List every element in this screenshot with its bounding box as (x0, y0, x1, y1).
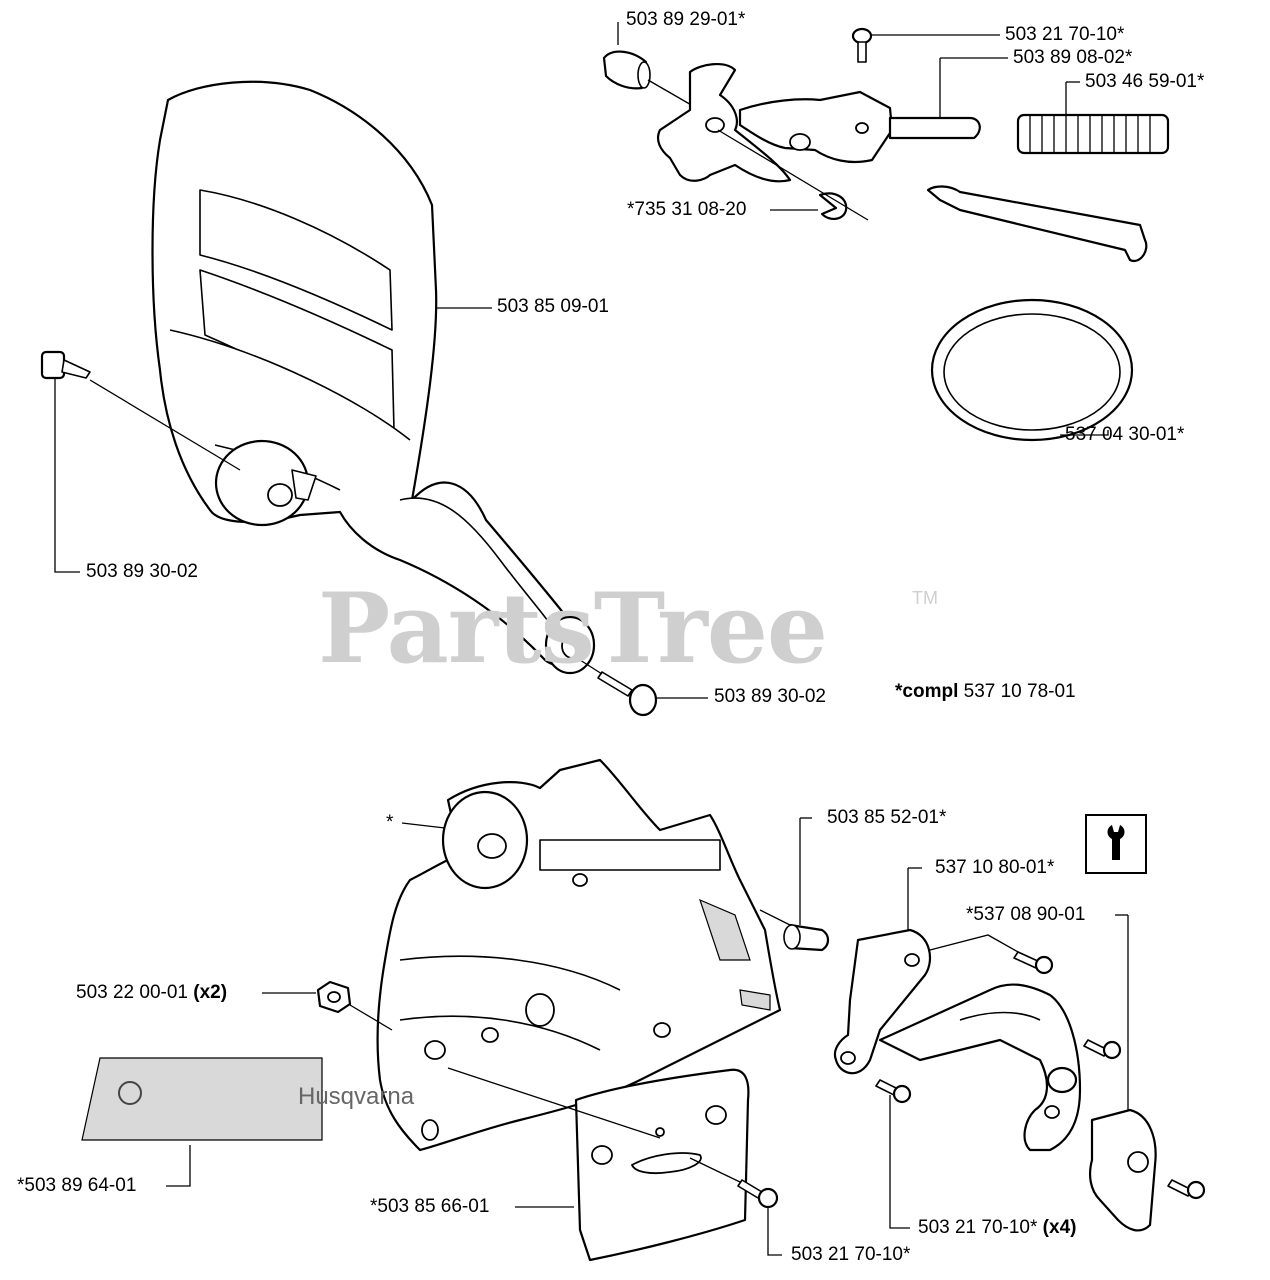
label-asterisk: * (386, 812, 394, 833)
spring (1016, 113, 1170, 155)
nut-qty: (x2) (193, 982, 228, 1003)
label-503-21-70-10-x4: 503 21 70-10* (x4) (918, 1217, 1076, 1239)
chain-catcher-plate (833, 928, 932, 1075)
label-503-89-08-02: 503 89 08-02* (1013, 47, 1133, 68)
screws-x4 (875, 951, 1206, 1200)
compl-prefix: *compl (895, 681, 959, 702)
trademark-mark: TM (912, 588, 938, 608)
brake-band (926, 185, 1148, 442)
screw-top (851, 27, 873, 63)
screw-number: 503 21 70-10* (918, 1217, 1038, 1238)
label-503-85-09-01: 503 85 09-01 (497, 296, 609, 317)
label-503-46-59-01: 503 46 59-01* (1085, 71, 1205, 92)
label-503-89-30-02-left: 503 89 30-02 (86, 561, 198, 582)
block (1089, 1108, 1157, 1232)
stud (783, 923, 830, 952)
brake-mechanism (602, 27, 1170, 221)
shoulder-screw-left (40, 350, 241, 471)
label-735-31-08-20: *735 31 08-20 (627, 199, 747, 220)
screw-qty: (x4) (1042, 1217, 1077, 1238)
wrench-icon (1085, 814, 1147, 874)
label-503-22-00-01: 503 22 00-01 (x2) (76, 982, 227, 1004)
label-537-10-80-01: 537 10 80-01* (935, 857, 1055, 878)
hand-guard (151, 80, 596, 675)
label-503-89-29-01: 503 89 29-01* (626, 9, 746, 30)
guide-plate (574, 1068, 750, 1262)
nut-number: 503 22 00-01 (76, 982, 188, 1003)
label-503-89-64-01: *503 89 64-01 (17, 1175, 137, 1196)
label-503-85-52-01: 503 85 52-01* (827, 807, 947, 828)
label-537-08-90-01: *537 08 90-01 (966, 904, 1086, 925)
label-compl-kit: *compl 537 10 78-01 (895, 681, 1076, 703)
nut (316, 980, 352, 1014)
shoulder-screw-bottom (579, 659, 658, 717)
compl-number: 537 10 78-01 (963, 681, 1076, 702)
husqvarna-decal (81, 1057, 323, 1141)
decal-brand-text: Husqvarna (298, 1083, 415, 1110)
sprocket-guard (878, 983, 1082, 1152)
label-503-89-30-02-bottom: 503 89 30-02 (714, 686, 826, 707)
label-503-85-66-01: *503 85 66-01 (370, 1196, 490, 1217)
clutch-cover (376, 758, 782, 1152)
label-503-21-70-10-bottom: 503 21 70-10* (791, 1244, 911, 1265)
label-537-04-30-01: 537 04 30-01* (1065, 424, 1185, 445)
watermark: PartsTree (318, 572, 828, 685)
screw-bottom (737, 1179, 779, 1209)
label-503-21-70-10-top: 503 21 70-10* (1005, 24, 1125, 45)
